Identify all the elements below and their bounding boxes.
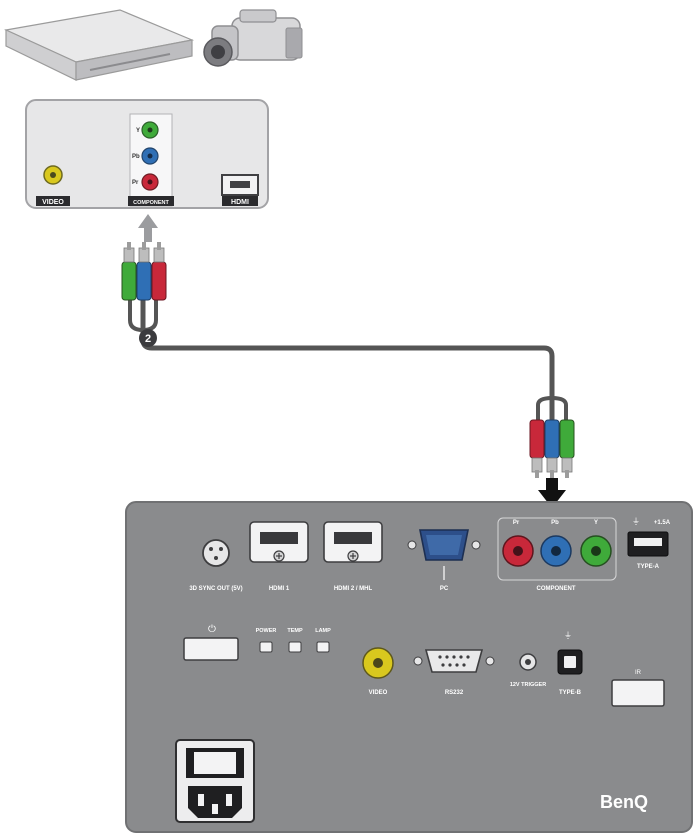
usb-type-b-port[interactable] — [557, 649, 583, 675]
source-jack-letter-pb: Pb — [132, 154, 140, 160]
usb-type-a-port[interactable] — [627, 531, 669, 557]
rca-plug-blue-top — [136, 242, 152, 301]
component-letter-pr: Pr — [513, 520, 520, 526]
trigger-12v-label: 12V TRIGGER — [510, 682, 546, 688]
source-jack-letter-pr: Pr — [132, 180, 139, 186]
ac-power-inlet[interactable] — [175, 739, 255, 823]
component-letter-pb: Pb — [551, 520, 559, 526]
indicator-power-label: POWER — [256, 628, 277, 634]
trigger-12v-jack[interactable] — [519, 653, 537, 671]
source-component-jack-pb[interactable] — [141, 147, 159, 165]
indicator-leds: POWER TEMP LAMP — [256, 628, 331, 653]
component-letter-y: Y — [594, 520, 598, 526]
component-label: COMPONENT — [537, 586, 576, 592]
pc-vga-port[interactable] — [407, 529, 481, 561]
rca-plug-green-top — [121, 242, 137, 301]
arrow-down-icon — [538, 478, 566, 508]
indicator-lamp-led — [316, 641, 330, 653]
power-symbol-icon: ⏻ — [208, 624, 216, 635]
rca-plug-red-bottom — [529, 419, 545, 478]
rs232-port[interactable] — [413, 649, 495, 673]
dvd-player-icon — [3, 9, 195, 81]
rca-plug-set-bottom — [529, 419, 575, 478]
indicator-temp-led — [288, 641, 302, 653]
video-label: VIDEO — [369, 690, 388, 696]
step-badge-number: 2 — [145, 333, 151, 345]
component-jack-pr[interactable] — [502, 535, 534, 567]
rca-plug-green-bottom — [559, 419, 575, 478]
indicator-power-led — [259, 641, 273, 653]
usb-symbol-icon: ⏚ — [632, 517, 640, 526]
hdmi-2-mhl-port[interactable] — [323, 521, 383, 563]
component-jack-y[interactable] — [580, 535, 612, 567]
source-video-label: VIDEO — [42, 199, 64, 206]
camcorder-icon — [203, 9, 303, 67]
source-video-jack[interactable] — [43, 165, 63, 185]
ir-receiver-window — [611, 679, 665, 707]
rs232-label: RS232 — [445, 690, 464, 696]
component-input-group: Pr Pb Y — [497, 517, 617, 581]
source-hdmi-label: HDMI — [231, 199, 249, 206]
source-component-jack-y[interactable] — [141, 121, 159, 139]
indicator-temp-label: TEMP — [287, 628, 303, 634]
sync-out-label: 3D SYNC OUT (5V) — [189, 586, 242, 592]
step-badge: 2 — [139, 329, 157, 347]
power-button[interactable] — [183, 637, 239, 661]
hdmi-1-port[interactable] — [249, 521, 309, 563]
pc-label: PC — [440, 586, 449, 592]
indicator-lamp-label: LAMP — [315, 628, 331, 634]
projector-rear-panel: 3D SYNC OUT (5V) HDMI 1 HDMI 2 / MHL — [125, 501, 693, 833]
source-component-label: COMPONENT — [133, 200, 169, 206]
source-jack-letter-y: Y — [136, 128, 140, 134]
rca-plug-red-top — [151, 242, 167, 301]
rca-plug-set-top — [121, 242, 167, 301]
component-jack-pb[interactable] — [540, 535, 572, 567]
source-hdmi-port[interactable] — [221, 174, 259, 196]
sync-out-port[interactable] — [202, 539, 230, 567]
usb-rating-label: +1.5A — [654, 520, 671, 526]
usb-type-b-label: TYPE-B — [559, 690, 582, 696]
rca-plug-blue-bottom — [544, 419, 560, 478]
source-component-jack-pr[interactable] — [141, 173, 159, 191]
usb-b-symbol-icon: ⏚ — [564, 631, 572, 640]
usb-type-a-label: TYPE-A — [637, 564, 660, 570]
video-jack[interactable] — [362, 647, 394, 679]
hdmi-1-label: HDMI 1 — [269, 586, 290, 592]
arrow-up-icon — [138, 214, 158, 242]
hdmi-2-mhl-label: HDMI 2 / MHL — [334, 586, 373, 592]
benq-logo: BenQ — [600, 792, 648, 812]
ir-receiver-icon: IR — [635, 670, 642, 676]
component-cable — [140, 300, 555, 420]
source-device-panel: Y Pb Pr VIDEO COMPONENT HDMI — [25, 99, 269, 209]
